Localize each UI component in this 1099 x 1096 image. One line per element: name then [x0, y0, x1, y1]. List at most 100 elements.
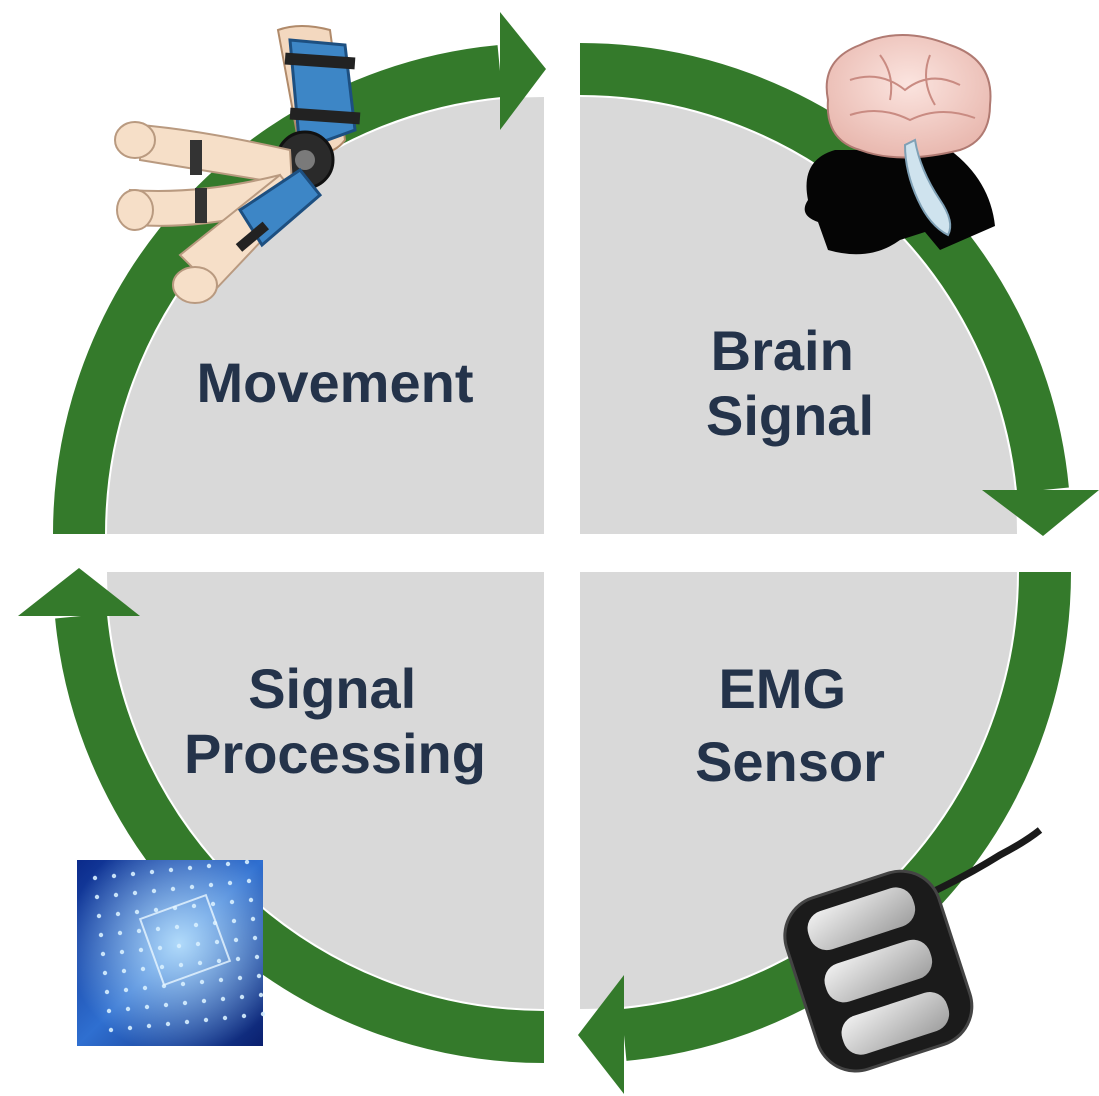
- chip-pad: [191, 903, 197, 909]
- chip-pad: [155, 926, 161, 932]
- chip-pad: [235, 956, 241, 962]
- quadrant-movement: [107, 97, 544, 534]
- chip-pad: [241, 1013, 247, 1019]
- arrowhead-top: [500, 12, 546, 130]
- chip-pad: [233, 937, 239, 943]
- chip-pad: [113, 892, 119, 898]
- quadrant-signal-processing: [107, 572, 544, 1009]
- chip-pad: [239, 994, 245, 1000]
- label-signal-processing-line1: Signal: [248, 657, 416, 720]
- chip-pad: [115, 911, 121, 917]
- chip-pad: [237, 975, 243, 981]
- chip-pad: [208, 882, 214, 888]
- chip-pad: [214, 939, 220, 945]
- chip-pad: [216, 958, 222, 964]
- chip-pad: [210, 901, 216, 907]
- label-emg-sensor-line2: Sensor: [695, 730, 885, 793]
- label-signal-processing-line2: Processing: [184, 722, 486, 785]
- chip-pad: [199, 979, 205, 985]
- chip-pad: [165, 1021, 171, 1027]
- quadrants: [107, 97, 1017, 1009]
- chip-pad: [138, 947, 144, 953]
- chip-pad: [168, 867, 174, 873]
- chip-pad: [201, 998, 207, 1004]
- chip-pad: [106, 1008, 112, 1014]
- chip-pad: [252, 935, 258, 941]
- chip-pad: [256, 973, 262, 979]
- chip-pad: [248, 897, 254, 903]
- chip-pad: [146, 1023, 152, 1029]
- label-emg-sensor: EMG Sensor: [695, 657, 885, 793]
- brain-head-icon: [804, 34, 995, 255]
- chip-pad: [100, 951, 106, 957]
- chip-pad: [195, 941, 201, 947]
- chip-pad: [220, 996, 226, 1002]
- chip-pad: [254, 954, 260, 960]
- chip-pad: [125, 1006, 131, 1012]
- chip-pad: [176, 943, 182, 949]
- chip-pad: [127, 1025, 133, 1031]
- chip-pad: [193, 922, 199, 928]
- chip-pad: [258, 992, 264, 998]
- chip-pad: [246, 878, 252, 884]
- chip-pad: [134, 909, 140, 915]
- arrowhead-bottom: [578, 975, 624, 1094]
- chip-pad: [260, 1011, 266, 1017]
- chip-pad: [187, 865, 193, 871]
- chip-pad: [117, 930, 123, 936]
- chip-pad: [111, 873, 117, 879]
- chip-pad: [132, 890, 138, 896]
- label-movement: Movement: [197, 351, 474, 414]
- label-signal-processing: Signal Processing: [184, 657, 486, 785]
- chip-pad: [159, 964, 165, 970]
- chip-pad: [157, 945, 163, 951]
- chip-pad: [153, 907, 159, 913]
- chip-pad: [140, 966, 146, 972]
- quadrant-emg-sensor: [580, 572, 1017, 1009]
- chip-pad: [229, 899, 235, 905]
- chip-pad: [184, 1019, 190, 1025]
- chip-pad: [244, 859, 250, 865]
- chip-pad: [227, 880, 233, 886]
- chip-pad: [163, 1002, 169, 1008]
- chip-pad: [108, 1027, 114, 1033]
- chip-pad: [98, 932, 104, 938]
- chip-pad: [170, 886, 176, 892]
- chip-pad: [222, 1015, 228, 1021]
- chip-pad: [174, 924, 180, 930]
- label-brain-signal-line1: Brain: [711, 319, 854, 382]
- chip-pad: [142, 985, 148, 991]
- chip-pad: [225, 861, 231, 867]
- chip-pad: [96, 913, 102, 919]
- microchip-icon: [77, 859, 266, 1046]
- chip-pad: [180, 981, 186, 987]
- chip-pad: [119, 949, 125, 955]
- chip-pad: [178, 962, 184, 968]
- chip-pad: [149, 869, 155, 875]
- chip-pad: [189, 884, 195, 890]
- arm-brace-icon: [114, 25, 361, 304]
- arrowhead-left: [18, 568, 140, 616]
- chip-pad: [206, 863, 212, 869]
- label-emg-sensor-line1: EMG: [718, 657, 846, 720]
- chip-pad: [203, 1017, 209, 1023]
- label-brain-signal-line2: Signal: [706, 384, 874, 447]
- chip-pad: [218, 977, 224, 983]
- chip-pad: [144, 1004, 150, 1010]
- chip-pad: [121, 968, 127, 974]
- chip-pad: [104, 989, 110, 995]
- emg-electrode-icon: [783, 827, 1043, 1073]
- arrowhead-right: [982, 490, 1099, 536]
- chip-pad: [231, 918, 237, 924]
- chip-pad: [151, 888, 157, 894]
- chip-pad: [94, 894, 100, 900]
- chip-pad: [136, 928, 142, 934]
- label-movement-line1: Movement: [197, 351, 474, 414]
- chip-pad: [102, 970, 108, 976]
- chip-pad: [250, 916, 256, 922]
- label-brain-signal: Brain Signal: [706, 319, 874, 447]
- arrowheads: [18, 12, 1099, 1094]
- chip-pad: [123, 987, 129, 993]
- chip-pad: [182, 1000, 188, 1006]
